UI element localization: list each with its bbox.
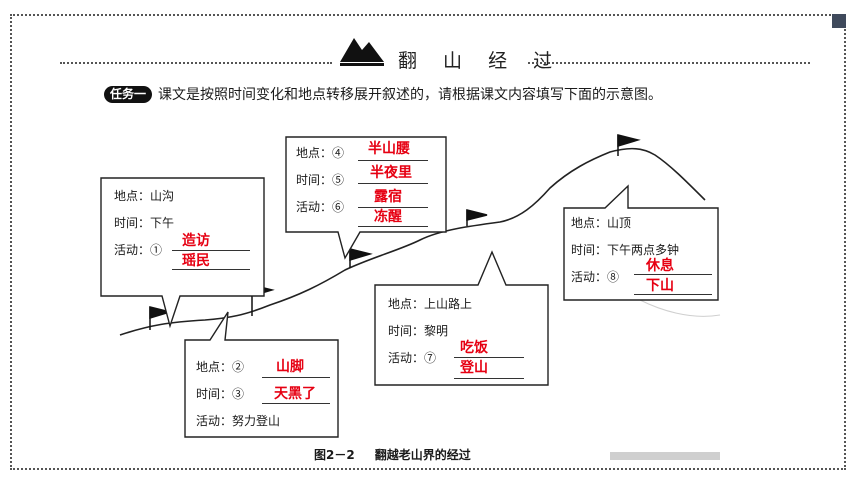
title-rule-left [60,62,332,64]
answer-text: 半夜里 [370,165,412,181]
answer-text: 下山 [646,278,674,294]
figure-number: 图2－2 [314,448,355,462]
info-box-valley: 地点：山沟 时间：下午 活动：① [114,183,174,264]
answer-blank [358,207,428,208]
activity-label: 活动：⑦ [388,351,437,365]
time-label: 时间：下午两点多钟 [571,243,680,257]
answer-blank [454,357,524,358]
answer-text: 山脚 [276,359,304,375]
title-rule-right [528,62,810,64]
time-label: 时间：③ [196,387,245,401]
info-box-halfway: 地点：④ 时间：⑤ 活动：⑥ [296,140,344,221]
figure-title: 翻越老山界的经过 [374,448,471,462]
info-box-trail: 地点：上山路上 时间：黎明 活动：⑦ [388,291,472,372]
place-label: 地点：山沟 [114,189,175,203]
instruction-text: 课文是按照时间变化和地点转移展开叙述的，请根据课文内容填写下面的示意图。 [158,87,663,103]
time-label: 时间：下午 [114,216,175,230]
answer-text: 冻醒 [374,209,402,225]
answer-blank [634,294,712,295]
place-label: 地点：山顶 [571,216,632,230]
answer-text: 休息 [646,258,674,274]
page-title: 翻 山 经 过 [398,50,563,72]
time-label: 时间：⑤ [296,173,345,187]
activity-label: 活动：① [114,243,163,257]
figure-caption: 图2－2 翻越老山界的经过 [314,446,471,463]
time-label: 时间：黎明 [388,324,449,338]
answer-blank [634,274,712,275]
place-label: 地点：④ [296,146,345,160]
answer-blank [454,378,524,379]
activity-label: 活动：⑧ [571,270,620,284]
faded-marks [610,452,720,460]
answer-text: 露宿 [374,189,402,205]
info-box-summit: 地点：山顶 时间：下午两点多钟 活动：⑧ [571,210,679,291]
answer-text: 登山 [460,360,488,376]
task-instruction: 任务一课文是按照时间变化和地点转移展开叙述的，请根据课文内容填写下面的示意图。 [104,84,734,107]
answer-blank [358,160,428,161]
answer-blank [172,250,250,251]
slide-frame [10,14,846,470]
callout-boxes [100,136,719,438]
answer-text: 造访 [182,233,210,249]
answer-blank [262,377,330,378]
answer-blank [172,269,250,270]
answer-blank [262,403,330,404]
activity-label: 活动：努力登山 [196,414,281,428]
place-label: 地点：② [196,360,245,374]
answer-text: 天黑了 [274,386,316,402]
corner-accent [832,14,846,28]
task-badge: 任务一 [104,86,153,103]
answer-blank [358,226,428,227]
mountain-ridge [119,147,706,336]
activity-label: 活动：⑥ [296,200,345,214]
info-box-foot: 地点：② 时间：③ 活动：努力登山 [196,354,280,435]
mountain-icon [340,38,384,66]
answer-text: 瑶民 [182,253,210,269]
answer-text: 半山腰 [368,141,410,157]
place-label: 地点：上山路上 [388,297,473,311]
answer-text: 吃饭 [460,340,488,356]
answer-blank [358,183,428,184]
